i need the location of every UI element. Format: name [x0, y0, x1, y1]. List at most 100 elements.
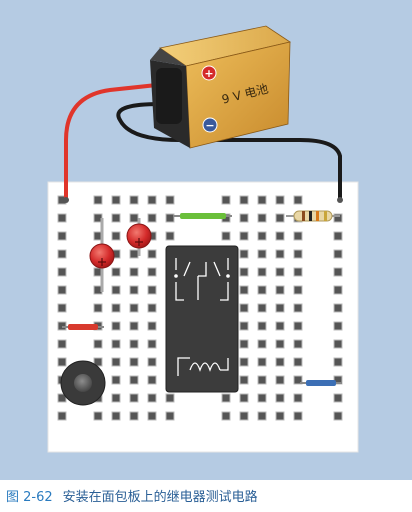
battery: + − 9 V 电池 [150, 25, 291, 149]
breadboard-hole [257, 321, 267, 331]
breadboard-hole [57, 393, 67, 403]
breadboard-hole [165, 213, 175, 223]
breadboard-hole [129, 249, 139, 259]
breadboard-hole [275, 303, 285, 313]
breadboard-hole [239, 393, 249, 403]
breadboard-hole [293, 195, 303, 205]
breadboard-hole [239, 375, 249, 385]
breadboard-hole [93, 357, 103, 367]
breadboard-hole [111, 195, 121, 205]
resistor [286, 210, 340, 222]
breadboard-hole [293, 267, 303, 277]
breadboard-hole [57, 249, 67, 259]
breadboard-hole [275, 321, 285, 331]
breadboard [47, 181, 359, 453]
breadboard-hole [275, 285, 285, 295]
green-jumper-wire [174, 213, 232, 219]
breadboard-hole [275, 231, 285, 241]
breadboard-hole [257, 213, 267, 223]
breadboard-hole [257, 357, 267, 367]
breadboard-hole [111, 375, 121, 385]
breadboard-hole [129, 213, 139, 223]
breadboard-hole [111, 303, 121, 313]
breadboard-hole [147, 321, 157, 331]
breadboard-hole [275, 267, 285, 277]
breadboard-hole [293, 303, 303, 313]
breadboard-hole [293, 411, 303, 421]
breadboard-hole [333, 321, 343, 331]
breadboard-hole [239, 195, 249, 205]
breadboard-hole [333, 411, 343, 421]
breadboard-hole [221, 231, 231, 241]
breadboard-hole [293, 339, 303, 349]
blue-jumper-wire [300, 380, 342, 386]
breadboard-hole [333, 213, 343, 223]
breadboard-hole [239, 285, 249, 295]
breadboard-hole [333, 249, 343, 259]
breadboard-hole [293, 285, 303, 295]
breadboard-hole [57, 267, 67, 277]
battery-minus-terminal-icon: − [202, 117, 218, 133]
red-jumper-wire [62, 324, 104, 330]
breadboard-hole [129, 411, 139, 421]
breadboard-hole [57, 303, 67, 313]
breadboard-hole [257, 411, 267, 421]
breadboard-hole [93, 339, 103, 349]
breadboard-hole [147, 357, 157, 367]
breadboard-hole [111, 339, 121, 349]
breadboard-hole [333, 285, 343, 295]
breadboard-hole [275, 393, 285, 403]
breadboard-hole [165, 195, 175, 205]
breadboard-hole [333, 267, 343, 277]
breadboard-hole [147, 303, 157, 313]
breadboard-hole [333, 339, 343, 349]
breadboard-hole [333, 393, 343, 403]
breadboard-hole [111, 393, 121, 403]
breadboard-hole [147, 411, 157, 421]
figure-caption: 图 2-62 安装在面包板上的继电器测试电路 [0, 487, 412, 509]
breadboard-hole [111, 321, 121, 331]
breadboard-hole [129, 339, 139, 349]
breadboard-hole [129, 303, 139, 313]
plus-symbol: + [204, 67, 213, 80]
breadboard-hole [275, 411, 285, 421]
breadboard-hole [257, 303, 267, 313]
breadboard-hole [93, 195, 103, 205]
breadboard-hole [257, 375, 267, 385]
figure-caption-text: 安装在面包板上的继电器测试电路 [62, 490, 258, 505]
breadboard-hole [275, 357, 285, 367]
led-left [89, 218, 115, 292]
breadboard-hole [257, 231, 267, 241]
positive-wire [64, 82, 168, 202]
breadboard-hole [147, 213, 157, 223]
breadboard-hole [221, 195, 231, 205]
breadboard-hole [111, 285, 121, 295]
breadboard-hole [129, 375, 139, 385]
pushbutton [60, 360, 106, 406]
breadboard-hole [147, 375, 157, 385]
breadboard-hole [275, 249, 285, 259]
breadboard-hole [129, 393, 139, 403]
breadboard-hole [239, 231, 249, 241]
breadboard-hole [111, 231, 121, 241]
breadboard-hole [333, 231, 343, 241]
breadboard-hole [293, 375, 303, 385]
breadboard-hole [293, 249, 303, 259]
breadboard-hole [165, 393, 175, 403]
breadboard-hole [221, 411, 231, 421]
breadboard-hole [57, 411, 67, 421]
breadboard-hole [293, 321, 303, 331]
breadboard-hole [239, 213, 249, 223]
breadboard-hole [93, 303, 103, 313]
breadboard-hole [275, 195, 285, 205]
breadboard-hole [239, 321, 249, 331]
breadboard-illustration: + − 9 V 电池 [0, 0, 412, 480]
breadboard-hole [57, 285, 67, 295]
breadboard-hole [239, 249, 249, 259]
led-right [126, 218, 152, 256]
figure-number: 图 2-62 [6, 490, 53, 505]
breadboard-hole [221, 393, 231, 403]
breadboard-hole [293, 231, 303, 241]
breadboard-hole [333, 303, 343, 313]
negative-wire [116, 102, 342, 202]
